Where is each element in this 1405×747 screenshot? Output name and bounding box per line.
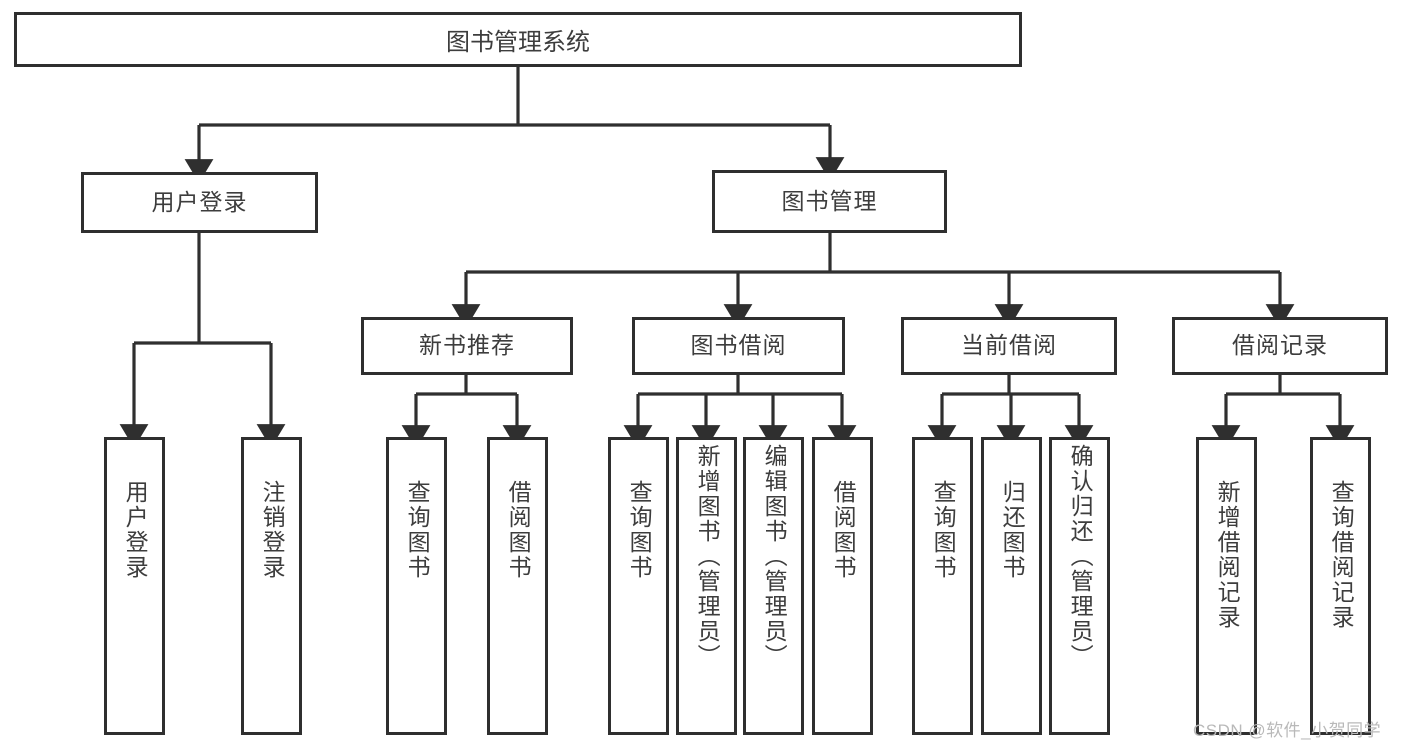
node-label: 查询图书 xyxy=(626,480,653,580)
leaf-newbook-query-book[interactable]: 查询图书 xyxy=(386,437,447,735)
node-label: 查询图书 xyxy=(930,480,957,580)
node-book-management[interactable]: 图书管理 xyxy=(712,170,947,233)
node-label: 用户登录 xyxy=(122,480,149,580)
leaf-borrow-add-book-admin[interactable]: 新增图书（管理员） xyxy=(676,437,737,735)
leaf-borrow-edit-book-admin[interactable]: 编辑图书（管理员） xyxy=(743,437,804,735)
node-label: 图书管理系统 xyxy=(446,29,590,56)
node-book-borrow[interactable]: 图书借阅 xyxy=(632,317,845,375)
node-label: 新增图书（管理员） xyxy=(694,444,721,669)
node-root-system[interactable]: 图书管理系统 xyxy=(14,12,1022,67)
node-new-book-recommend[interactable]: 新书推荐 xyxy=(361,317,573,375)
leaf-user-login[interactable]: 用户登录 xyxy=(104,437,165,735)
leaf-current-query-book[interactable]: 查询图书 xyxy=(912,437,973,735)
leaf-borrow-borrow-book[interactable]: 借阅图书 xyxy=(812,437,873,735)
node-label: 新增借阅记录 xyxy=(1214,480,1241,630)
leaf-record-query-record[interactable]: 查询借阅记录 xyxy=(1310,437,1371,735)
node-label: 借阅记录 xyxy=(1232,332,1328,359)
watermark: CSDN @软件_小贺同学 xyxy=(1193,721,1382,740)
leaf-current-confirm-return-admin[interactable]: 确认归还（管理员） xyxy=(1049,437,1110,735)
leaf-newbook-borrow-book[interactable]: 借阅图书 xyxy=(487,437,548,735)
node-label: 查询图书 xyxy=(404,480,431,580)
node-label: 编辑图书（管理员） xyxy=(761,444,788,669)
node-label: 图书借阅 xyxy=(690,332,787,359)
node-label: 确认归还（管理员） xyxy=(1067,444,1094,669)
node-label: 当前借阅 xyxy=(961,332,1057,359)
node-borrow-record[interactable]: 借阅记录 xyxy=(1172,317,1388,375)
leaf-current-return-book[interactable]: 归还图书 xyxy=(981,437,1042,735)
node-user-login[interactable]: 用户登录 xyxy=(81,172,318,233)
node-label: 注销登录 xyxy=(259,480,286,580)
leaf-record-add-record[interactable]: 新增借阅记录 xyxy=(1196,437,1257,735)
node-label: 借阅图书 xyxy=(505,480,532,580)
node-label: 用户登录 xyxy=(151,188,248,215)
node-label: 新书推荐 xyxy=(419,332,515,359)
leaf-borrow-query-book[interactable]: 查询图书 xyxy=(608,437,669,735)
node-label: 借阅图书 xyxy=(830,480,857,580)
node-label: 查询借阅记录 xyxy=(1328,480,1355,630)
node-label: 归还图书 xyxy=(999,480,1026,580)
node-label: 图书管理 xyxy=(781,187,878,214)
leaf-user-logout[interactable]: 注销登录 xyxy=(241,437,302,735)
node-current-borrow[interactable]: 当前借阅 xyxy=(901,317,1117,375)
